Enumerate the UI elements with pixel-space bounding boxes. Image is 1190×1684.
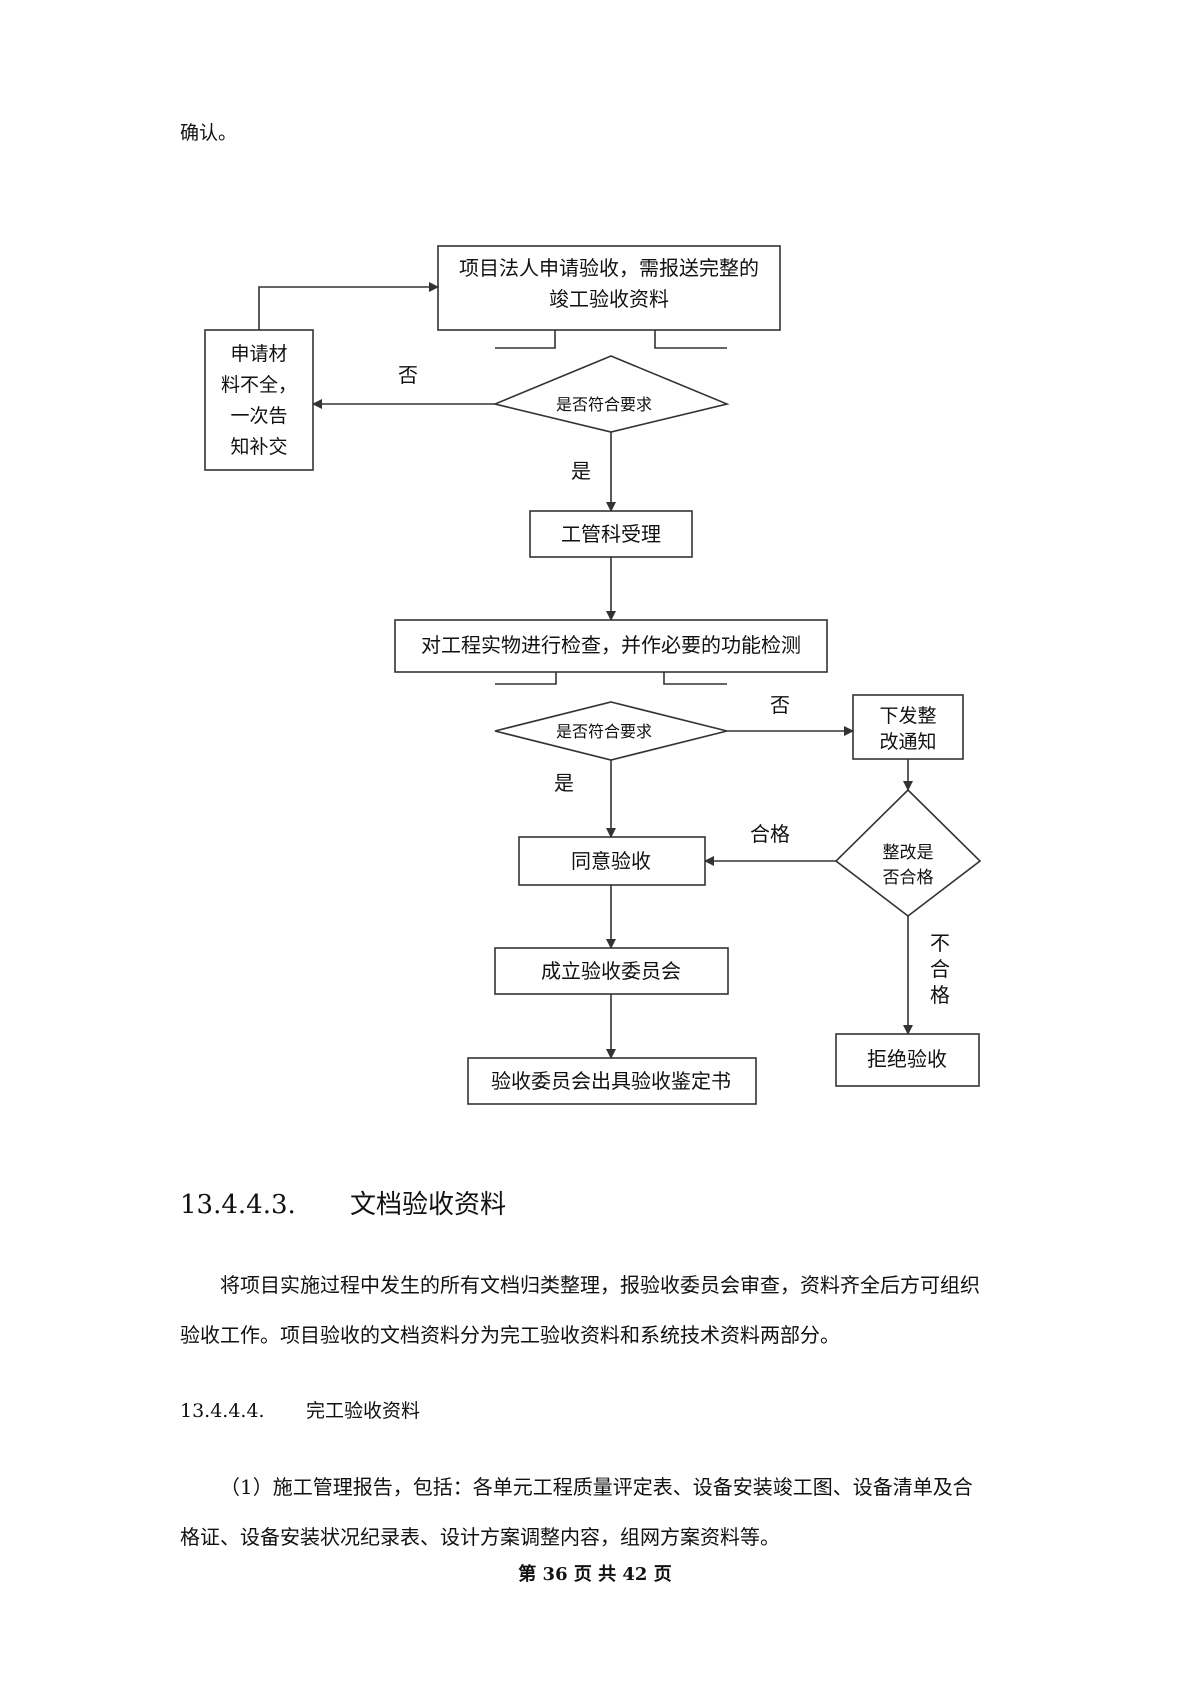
edge-label-no-1: 否 — [398, 363, 418, 387]
edge-label-yes-2: 是 — [554, 771, 574, 795]
edge-label-fail-1: 不 — [930, 931, 950, 955]
acceptance-flowchart: 项目法人申请验收，需报送完整的 竣工验收资料 是否符合要求 申请材 料不全， 一… — [204, 245, 982, 1105]
page-footer: 第 36 页 共 42 页 — [518, 1564, 672, 1585]
paragraph-2: （1）施工管理报告，包括：各单元工程质量评定表、设备安装竣工图、设备清单及合 格… — [180, 1462, 1030, 1562]
incomplete-text-line1: 申请材 — [230, 343, 287, 365]
rectify-text-line1: 下发整 — [879, 705, 936, 727]
decision2-text: 是否符合要求 — [556, 722, 652, 741]
edge-label-fail-2: 合 — [930, 957, 950, 981]
decision3-text-line2: 否合格 — [883, 868, 934, 888]
report-text: 验收委员会出具验收鉴定书 — [491, 1069, 731, 1093]
committee-text: 成立验收委员会 — [541, 959, 681, 983]
decision3-text-line1: 整改是 — [883, 843, 934, 863]
paragraph-1-line-2: 验收工作。项目验收的文档资料分为完工验收资料和系统技术资料两部分。 — [180, 1323, 840, 1347]
section-title: 文档验收资料 — [350, 1190, 507, 1220]
paragraph-2-line-2: 格证、设备安装状况纪录表、设计方案调整内容，组网方案资料等。 — [180, 1525, 780, 1549]
inspect-text: 对工程实物进行检查，并作必要的功能检测 — [421, 633, 801, 657]
apply-text-line1: 项目法人申请验收，需报送完整的 — [459, 256, 759, 280]
incomplete-text-line3: 一次告 — [230, 405, 287, 427]
accept-text: 工管科受理 — [561, 522, 661, 546]
apply-text-line2: 竣工验收资料 — [549, 287, 669, 311]
apply-box — [437, 245, 781, 331]
incomplete-text-line4: 知补交 — [230, 436, 287, 458]
edge-label-fail-3: 格 — [930, 983, 950, 1007]
report-box — [467, 1057, 757, 1105]
incomplete-text-line2: 料不全， — [221, 374, 297, 396]
agree-text: 同意验收 — [571, 849, 651, 873]
edge-label-pass: 合格 — [750, 822, 790, 846]
intro-text: 确认。 — [180, 122, 238, 144]
section-heading: 13.4.4.3. 文档验收资料 — [180, 1184, 506, 1221]
decision-diamond-1 — [492, 355, 730, 433]
edge-label-yes-1: 是 — [571, 459, 591, 483]
subsection-number: 13.4.4.4. — [180, 1400, 265, 1422]
rectify-text-line2: 改通知 — [879, 731, 936, 753]
paragraph-1-line-1: 将项目实施过程中发生的所有文档归类整理，报验收委员会审查，资料齐全后方可组织 — [220, 1273, 980, 1297]
paragraph-2-line-1: （1）施工管理报告，包括：各单元工程质量评定表、设备安装竣工图、设备清单及合 — [220, 1475, 973, 1499]
section-number: 13.4.4.3. — [180, 1190, 296, 1220]
inspect-box — [394, 619, 828, 673]
accept-box — [529, 510, 693, 558]
reject-text: 拒绝验收 — [867, 1047, 947, 1071]
decision1-text: 是否符合要求 — [556, 395, 652, 414]
paragraph-1: 将项目实施过程中发生的所有文档归类整理，报验收委员会审查，资料齐全后方可组织 验… — [180, 1260, 1030, 1360]
subsection-heading: 13.4.4.4. 完工验收资料 — [180, 1396, 420, 1423]
agree-box — [518, 836, 706, 886]
subsection-title: 完工验收资料 — [306, 1400, 421, 1422]
edge-label-no-2: 否 — [770, 693, 790, 717]
incomplete-materials-box — [204, 329, 314, 471]
